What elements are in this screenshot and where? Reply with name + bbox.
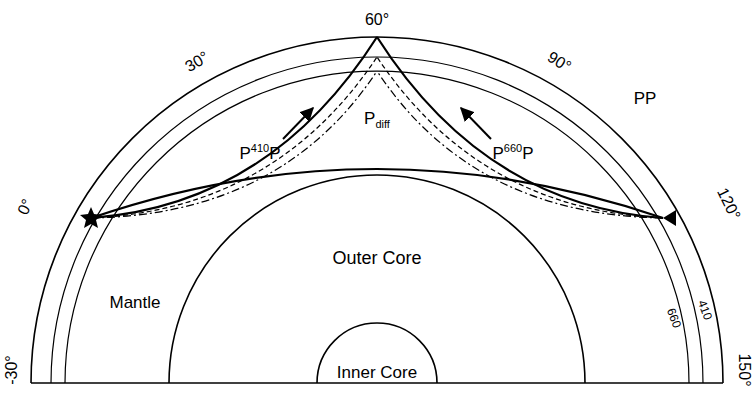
pdiff-ray [91,169,663,218]
source-star [80,207,102,228]
region-name: Mantle [109,293,160,312]
phase-name: P [492,143,503,162]
depth-label: 410 [695,298,715,322]
p410p-ray [91,57,377,218]
core-region: Outer CoreInner Core [169,175,585,383]
p410p-ray [377,57,663,218]
degree-mark: 60° [365,11,389,28]
degree-mark: 120° [715,185,745,222]
core-region: Inner Core [317,323,437,383]
phase-name: PP [634,89,657,108]
degree-mark: 150° [736,353,753,386]
region-name: Outer Core [332,249,421,267]
superscript: 410 [251,142,269,154]
discontinuity-660 [65,71,689,383]
pp-ray [91,37,377,218]
phase-name: PP [634,90,657,107]
degree-mark: 30° [182,48,212,75]
degree-mark: 30° [182,49,211,75]
discontinuity-410 [51,57,703,383]
phase-name: Pdiff [364,110,390,130]
pp-ray [377,37,663,218]
pointer-arrow [283,108,313,139]
degree-mark: 120° [715,186,744,223]
phase-name: P [522,143,533,162]
p660p-ray [91,71,377,218]
pointer-arrow [461,108,491,139]
region-name: Mantle [109,294,160,311]
surface [31,37,723,383]
superscript: 660 [504,142,522,154]
phase-name: P [239,143,250,162]
degree-mark: 60° [365,12,389,28]
phase-name: P [269,143,280,162]
degree-mark: 0° [15,196,37,217]
depth-label: 660 [664,306,684,330]
depth-label: 410 [696,299,714,322]
receiver-triangle [663,210,676,226]
degree-mark: 90° [544,49,573,75]
phase-name: P [364,109,375,128]
degree-mark: 150° [736,353,752,386]
degree-mark: -30° [4,355,20,385]
baseline [31,382,723,384]
phase-name: P410P [239,143,280,162]
p660p-ray [377,71,663,218]
region-name: Inner Core [337,364,417,381]
subscript: diff [375,118,389,130]
phase-name: P660P [492,143,533,162]
core-outline [169,175,585,383]
degree-mark: -30° [3,355,20,385]
degree-mark: 0° [16,197,37,217]
degree-mark: 90° [544,48,574,75]
